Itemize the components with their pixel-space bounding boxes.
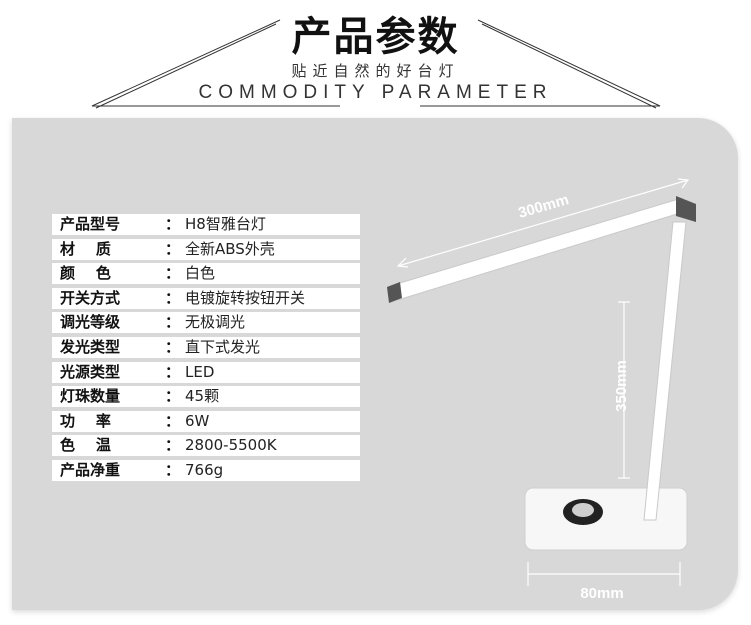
spec-separator: ：	[165, 239, 181, 258]
spec-value: 766g	[185, 460, 224, 479]
dim-label-height: 350mm	[613, 360, 630, 412]
spec-row-switch: 开关方式 ： 电镀旋转按钮开关	[52, 287, 360, 309]
spec-value: 电镀旋转按钮开关	[185, 288, 306, 307]
spec-label: 灯珠数量	[60, 387, 121, 406]
arm-end-cap	[676, 196, 696, 222]
spec-separator: ：	[165, 362, 181, 381]
spec-row-material: 材 质 ： 全新ABS外壳	[52, 238, 360, 260]
spec-label: 光源类型	[60, 362, 121, 381]
spec-label: 产品净重	[60, 460, 121, 479]
spec-row-color-temp: 色 温 ： 2800-5500K	[52, 435, 360, 457]
spec-separator: ：	[165, 215, 181, 233]
spec-label: 颜 色	[60, 264, 111, 283]
spec-value: 白色	[185, 264, 216, 283]
spec-separator: ：	[165, 436, 181, 455]
page-english-title: COMMODITY PARAMETER	[198, 82, 553, 103]
spec-value: LED	[185, 362, 215, 381]
spec-row-model: 产品型号 ： H8智雅台灯	[52, 214, 360, 235]
spec-separator: ：	[165, 288, 181, 307]
header-decoration	[91, 19, 661, 109]
spec-separator: ：	[165, 460, 181, 479]
lamp-pole	[643, 221, 687, 521]
spec-value: 无极调光	[185, 313, 246, 332]
spec-label: 材 质	[60, 239, 111, 258]
spec-value: 全新ABS外壳	[185, 239, 275, 258]
spec-label: 发光类型	[60, 337, 121, 356]
spec-label: 色 温	[60, 436, 111, 455]
spec-separator: ：	[165, 313, 181, 332]
spec-label: 产品型号	[60, 215, 121, 233]
spec-list: 产品型号 ： H8智雅台灯 材 质 ： 全新ABS外壳 颜 色 ： 白色 开关方…	[52, 214, 360, 485]
spec-value: 直下式发光	[185, 337, 261, 356]
spec-row-weight: 产品净重 ： 766g	[52, 459, 360, 481]
spec-row-led-count: 灯珠数量 ： 45颗	[52, 386, 360, 408]
header: 产品参数 贴近自然的好台灯 COMMODITY PARAMETER	[0, 0, 751, 118]
spec-separator: ：	[165, 264, 181, 283]
page-subtitle: 贴近自然的好台灯	[291, 62, 460, 80]
spec-value: 45颗	[185, 387, 220, 406]
lamp-illustration: 300mm 350mm 80mm	[387, 178, 696, 600]
spec-separator: ：	[165, 411, 181, 430]
spec-separator: ：	[165, 387, 181, 406]
lamp-base	[524, 487, 688, 551]
dim-label-base: 80mm	[580, 585, 623, 600]
spec-row-color: 颜 色 ： 白色	[52, 263, 360, 285]
spec-value: H8智雅台灯	[185, 215, 266, 233]
spec-row-emission: 发光类型 ： 直下式发光	[52, 336, 360, 358]
lamp-head-cap	[387, 282, 402, 303]
spec-value: 6W	[185, 411, 210, 430]
spec-value: 2800-5500K	[185, 436, 277, 455]
spec-row-dimming: 调光等级 ： 无极调光	[52, 312, 360, 334]
spec-label: 开关方式	[60, 288, 121, 307]
spec-label: 调光等级	[60, 313, 121, 332]
spec-separator: ：	[165, 337, 181, 356]
page-title: 产品参数	[291, 14, 460, 60]
spec-label: 功 率	[60, 411, 111, 430]
spec-row-power: 功 率 ： 6W	[52, 410, 360, 432]
spec-row-light-source: 光源类型 ： LED	[52, 361, 360, 383]
